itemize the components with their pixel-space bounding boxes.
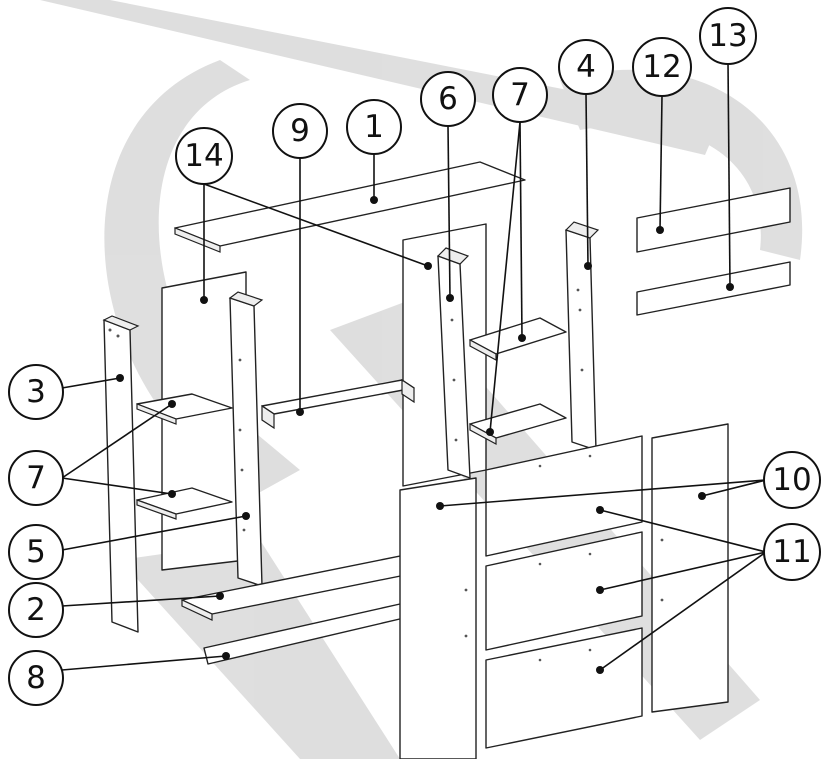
svg-text:5: 5 [26,534,46,570]
callout-9: 9 [272,103,328,159]
callout-4: 4 [558,39,614,95]
callout-12: 12 [632,37,692,97]
part-10-door-right [651,423,729,713]
callout-5: 5 [8,524,64,580]
part-13-strip [636,261,791,316]
svg-text:8: 8 [26,660,46,696]
callout-7-left: 7 [8,450,64,506]
svg-text:1: 1 [364,109,384,145]
svg-text:9: 9 [290,113,310,149]
callout-3: 3 [8,364,64,420]
svg-text:7: 7 [26,460,46,496]
part-12-strip [636,187,791,253]
part-10-door-left [399,477,477,759]
part-11-drawer-front-middle [485,531,643,651]
svg-text:14: 14 [184,138,223,174]
svg-text:7: 7 [510,77,530,113]
leader-lines [61,61,767,674]
callout-8: 8 [8,650,64,706]
callout-10: 10 [763,451,821,509]
svg-text:2: 2 [26,592,46,628]
part-7-shelf-right-upper [469,317,567,362]
part-3-side-panel [102,315,140,633]
callout-2: 2 [8,582,64,638]
svg-text:3: 3 [26,374,46,410]
part-4-side-panel [564,221,600,451]
callout-14: 14 [175,127,233,185]
svg-text:10: 10 [772,462,811,498]
svg-text:12: 12 [642,49,681,85]
part-9-rail [261,378,415,430]
callout-1: 1 [346,99,402,155]
part-6-side-panel [436,247,471,479]
svg-text:11: 11 [772,534,811,570]
callout-7-top: 7 [492,67,548,123]
part-1-top-board [174,161,526,253]
svg-text:6: 6 [438,81,458,117]
part-5-divider [228,291,264,587]
svg-text:4: 4 [576,49,596,85]
callout-6: 6 [420,71,476,127]
part-11-drawer-front-bottom [485,627,643,749]
callout-11: 11 [763,523,821,581]
callout-13: 13 [699,7,757,65]
svg-text:13: 13 [708,18,747,54]
